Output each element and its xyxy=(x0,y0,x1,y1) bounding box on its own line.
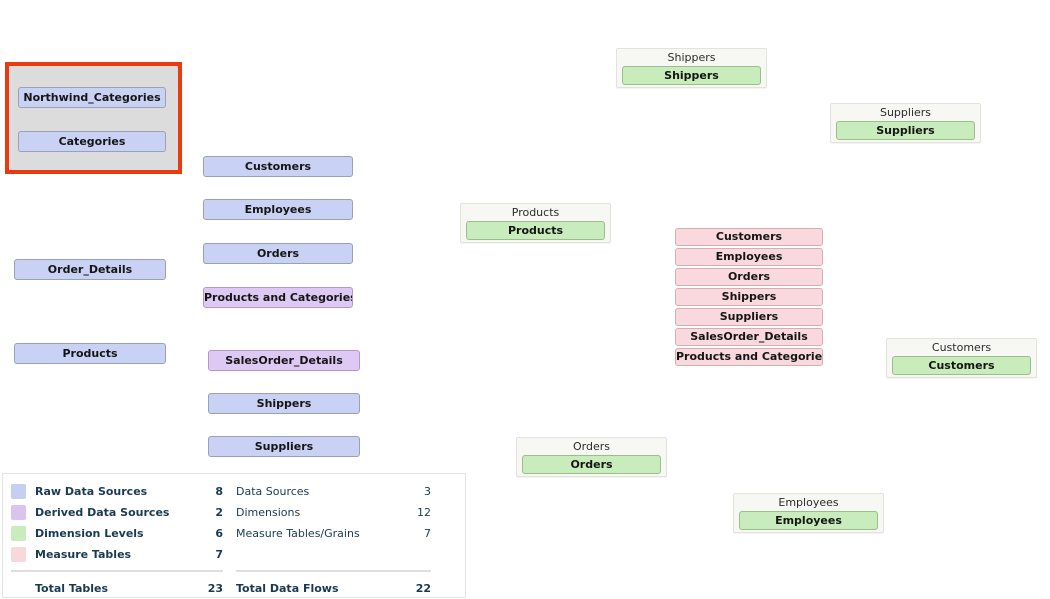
node-employees[interactable]: Employees xyxy=(203,199,353,220)
legend-row-total-tables: Total Tables 23 xyxy=(11,578,223,599)
legend-row-data-sources: Data Sources 3 xyxy=(236,481,431,502)
legend-count: 7 xyxy=(215,548,223,561)
dimension-node-shippers[interactable]: Shippers xyxy=(622,66,761,85)
node-order-details[interactable]: Order_Details xyxy=(14,259,166,280)
dimension-group-customers[interactable]: Customers Customers xyxy=(886,338,1037,378)
dimension-group-shippers[interactable]: Shippers Shippers xyxy=(616,48,767,88)
node-products-and-categories[interactable]: Products and Categories xyxy=(203,287,353,308)
derived-data-source-swatch xyxy=(11,505,26,520)
legend-count: 7 xyxy=(424,527,431,540)
node-shippers[interactable]: Shippers xyxy=(208,393,360,414)
highlighted-group-northwind-categories[interactable]: Northwind_Categories Categories xyxy=(5,62,182,174)
legend-table-counts: Raw Data Sources 8 Derived Data Sources … xyxy=(11,481,223,599)
legend-divider xyxy=(11,570,223,572)
legend-total-count: 22 xyxy=(415,582,431,595)
legend-count: 8 xyxy=(215,485,223,498)
measure-node-customers[interactable]: Customers xyxy=(675,228,823,246)
legend-row-dimensions: Dimensions 12 xyxy=(236,502,431,523)
legend-row-raw-data-sources: Raw Data Sources 8 xyxy=(11,481,223,502)
node-customers[interactable]: Customers xyxy=(203,156,353,177)
legend-divider xyxy=(236,570,431,572)
legend-panel: Raw Data Sources 8 Derived Data Sources … xyxy=(2,473,466,598)
node-orders[interactable]: Orders xyxy=(203,243,353,264)
dimension-group-header: Shippers xyxy=(667,51,716,64)
measure-node-orders[interactable]: Orders xyxy=(675,268,823,286)
legend-row-dimension-levels: Dimension Levels 6 xyxy=(11,523,223,544)
legend-count: 6 xyxy=(215,527,223,540)
node-products[interactable]: Products xyxy=(14,343,166,364)
legend-label: Measure Tables/Grains xyxy=(236,527,360,540)
legend-label: Derived Data Sources xyxy=(35,506,170,519)
dimension-group-header: Customers xyxy=(931,341,992,354)
legend-label: Dimension Levels xyxy=(35,527,144,540)
legend-row-total-data-flows: Total Data Flows 22 xyxy=(236,578,431,599)
dimension-node-suppliers[interactable]: Suppliers xyxy=(836,121,975,140)
dimension-level-swatch xyxy=(11,526,26,541)
legend-count: 12 xyxy=(417,506,431,519)
measure-node-products-and-categories[interactable]: Products and Categories xyxy=(675,348,823,366)
measure-node-salesorder-details[interactable]: SalesOrder_Details xyxy=(675,328,823,346)
legend-row-measure-tables-grains: Measure Tables/Grains 7 xyxy=(236,523,431,544)
raw-data-source-swatch xyxy=(11,484,26,499)
legend-label: Measure Tables xyxy=(35,548,132,561)
measure-node-employees[interactable]: Employees xyxy=(675,248,823,266)
legend-row-measure-tables: Measure Tables 7 xyxy=(11,544,223,565)
legend-label: Dimensions xyxy=(236,506,301,519)
legend-total-count: 23 xyxy=(207,582,223,595)
dimension-node-products[interactable]: Products xyxy=(466,221,605,240)
dimension-group-header: Orders xyxy=(573,440,610,453)
dimension-node-orders[interactable]: Orders xyxy=(522,455,661,474)
legend-flow-counts: Data Sources 3 Dimensions 12 Measure Tab… xyxy=(236,481,431,599)
dimension-group-header: Suppliers xyxy=(879,106,932,119)
measure-node-shippers[interactable]: Shippers xyxy=(675,288,823,306)
legend-row-derived-data-sources: Derived Data Sources 2 xyxy=(11,502,223,523)
measure-table-swatch xyxy=(11,547,26,562)
dimension-group-orders[interactable]: Orders Orders xyxy=(516,437,667,477)
legend-count: 3 xyxy=(424,485,431,498)
dimension-node-customers[interactable]: Customers xyxy=(892,356,1031,375)
legend-label: Data Sources xyxy=(236,485,310,498)
node-northwind-categories[interactable]: Northwind_Categories xyxy=(18,87,166,108)
node-suppliers[interactable]: Suppliers xyxy=(208,436,360,457)
legend-spacer xyxy=(236,544,431,565)
node-salesorder-details[interactable]: SalesOrder_Details xyxy=(208,350,360,371)
legend-label: Raw Data Sources xyxy=(35,485,148,498)
legend-total-label: Total Data Flows xyxy=(236,582,339,595)
legend-total-label: Total Tables xyxy=(35,582,109,595)
dimension-node-employees[interactable]: Employees xyxy=(739,511,878,530)
dimension-group-employees[interactable]: Employees Employees xyxy=(733,493,884,533)
measure-table-stack: Customers Employees Orders Shippers Supp… xyxy=(675,228,823,368)
measure-node-suppliers[interactable]: Suppliers xyxy=(675,308,823,326)
dimension-group-header: Products xyxy=(511,206,560,219)
dimension-group-products[interactable]: Products Products xyxy=(460,203,611,243)
node-categories[interactable]: Categories xyxy=(18,131,166,152)
dimension-group-suppliers[interactable]: Suppliers Suppliers xyxy=(830,103,981,143)
legend-count: 2 xyxy=(215,506,223,519)
dimension-group-header: Employees xyxy=(778,496,839,509)
